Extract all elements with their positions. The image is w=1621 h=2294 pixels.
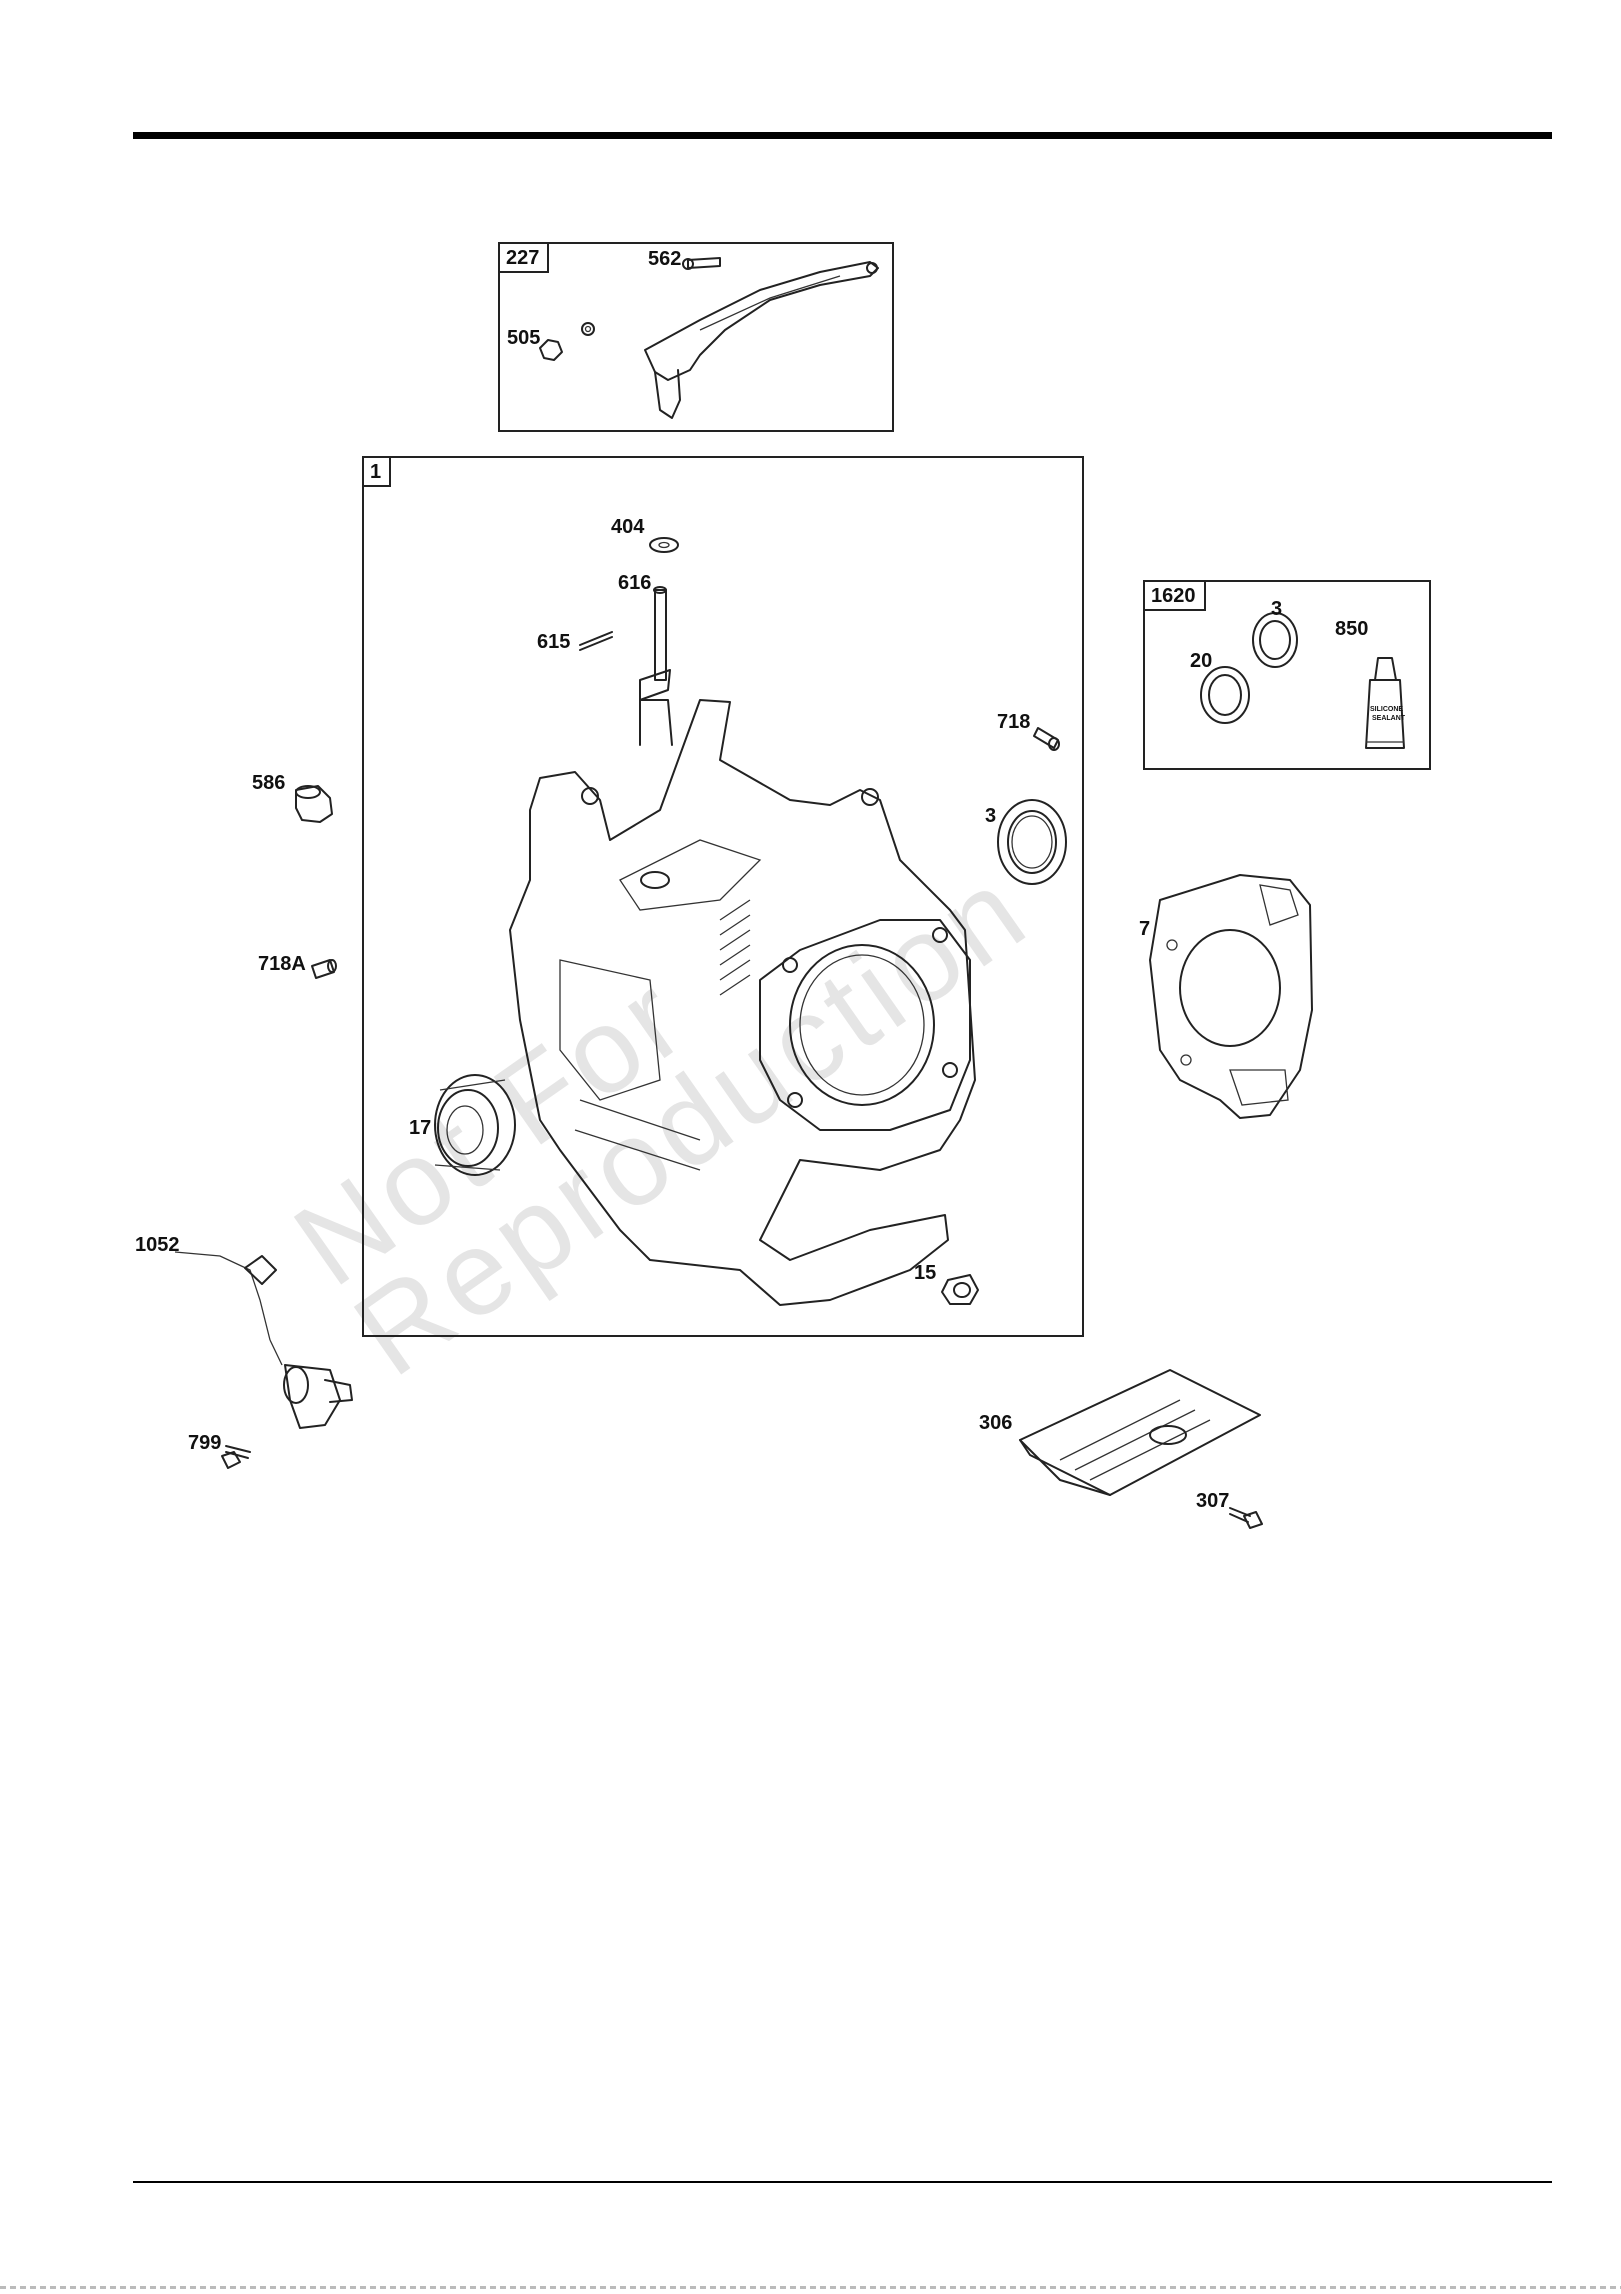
callout-7: 7 — [1139, 918, 1150, 940]
callout-616: 616 — [618, 572, 651, 594]
callout-586: 586 — [252, 772, 285, 794]
callout-799: 799 — [188, 1432, 221, 1454]
callout-850: 850 — [1335, 618, 1368, 640]
governor-lever-drawing — [540, 258, 878, 418]
callout-718A: 718A — [258, 953, 306, 975]
drain-plug-15-drawing — [942, 1275, 978, 1304]
gasket-kit-drawing — [1201, 613, 1404, 748]
oil-seal-3-drawing — [998, 800, 1066, 884]
sealant-tube-label-2: SEALANT — [1372, 715, 1405, 723]
callout-404: 404 — [611, 516, 644, 538]
callout-306: 306 — [979, 1412, 1012, 1434]
callout-505: 505 — [507, 327, 540, 349]
callout-20: 20 — [1190, 650, 1212, 672]
callout-718: 718 — [997, 711, 1030, 733]
bolt-799-drawing — [222, 1446, 250, 1468]
page-edge — [0, 2286, 1621, 2289]
oil-sensor-1052-drawing — [175, 1252, 352, 1428]
callout-562: 562 — [648, 248, 681, 270]
callout-3-seal: 3 — [985, 805, 996, 827]
dowel-718-drawing — [1034, 728, 1059, 750]
dowel-718A-drawing — [312, 960, 336, 978]
callout-3-kit: 3 — [1271, 598, 1282, 620]
sealant-tube-label-1: SILICONE — [1370, 706, 1403, 714]
head-gasket-7-drawing — [1150, 875, 1312, 1118]
callout-615: 615 — [537, 631, 570, 653]
oil-baffle-306-drawing — [1020, 1370, 1260, 1495]
callout-15: 15 — [914, 1262, 936, 1284]
footer-rule — [133, 2181, 1552, 2183]
callout-307: 307 — [1196, 1490, 1229, 1512]
governor-shaft-drawing — [580, 538, 678, 700]
callout-17: 17 — [409, 1117, 431, 1139]
callout-1052: 1052 — [135, 1234, 180, 1256]
bolt-307-drawing — [1230, 1508, 1262, 1528]
cylinder-block-drawing — [510, 700, 975, 1305]
main-bearing-17-drawing — [435, 1075, 515, 1175]
plug-586-drawing — [296, 786, 332, 822]
